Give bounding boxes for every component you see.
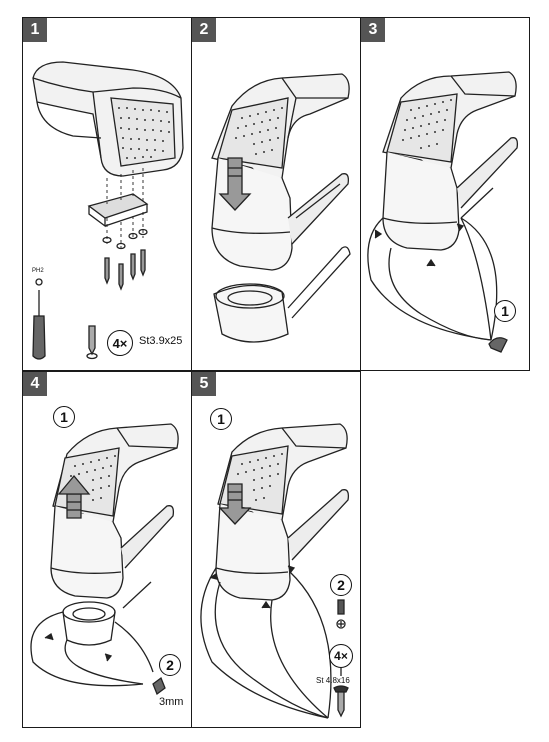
drill-size-label: 3mm — [159, 696, 184, 708]
step-number-badge: 3 — [361, 18, 385, 42]
step-number-badge: 2 — [192, 18, 216, 42]
screw-quantity-badge: 4× — [329, 644, 353, 668]
callout-number: 1 — [494, 300, 516, 322]
screw-quantity-badge: 4× — [107, 330, 133, 356]
screw-spec-label: St3.9x25 — [139, 335, 183, 347]
step-5-illustration — [200, 423, 350, 719]
step-panel-5: 5 — [191, 371, 361, 728]
step-4-illustration — [30, 423, 179, 696]
step-3-illustration — [367, 71, 519, 353]
step-panel-4: 4 — [22, 371, 192, 728]
screwdriver-type-label: PH2 — [32, 268, 44, 274]
step-panel-2: 2 — [191, 17, 361, 371]
step-number-badge: 1 — [23, 18, 47, 42]
callout-number-1: 1 — [210, 408, 232, 430]
callout-number-1: 1 — [53, 406, 75, 428]
step-panel-1: 1 — [22, 17, 192, 371]
step-panel-3: 3 1 — [360, 17, 530, 371]
callout-number-2: 2 — [159, 654, 181, 676]
step-number-badge: 4 — [23, 372, 47, 396]
step-1-illustration — [32, 61, 184, 360]
callout-number-2: 2 — [330, 574, 352, 596]
screw-spec-label: St 4.8x16 — [316, 676, 350, 685]
step-2-illustration — [211, 73, 351, 343]
step-number-badge: 5 — [192, 372, 216, 396]
